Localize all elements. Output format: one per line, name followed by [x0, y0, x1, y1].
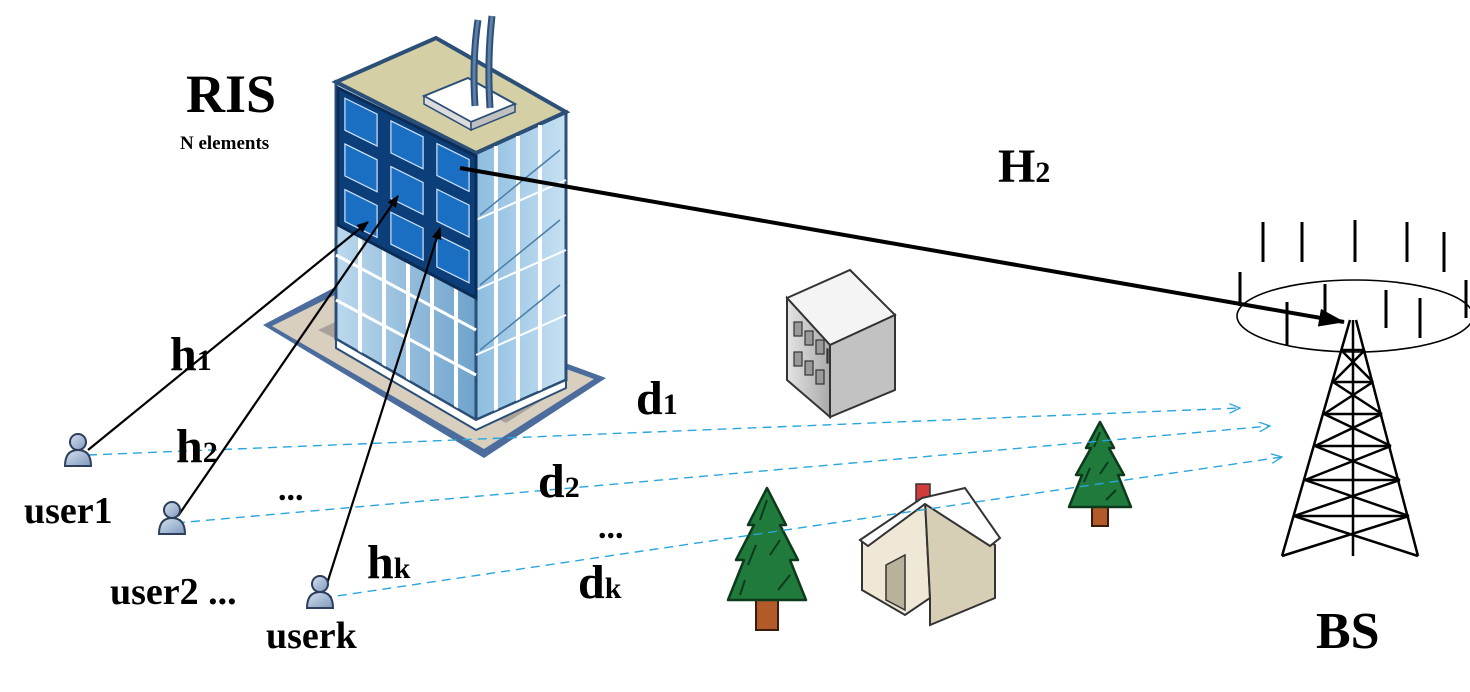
- ris-element: [436, 188, 470, 239]
- label-d-ellipsis: ...: [598, 509, 624, 546]
- link-h2: [177, 195, 399, 517]
- label-h-ellipsis: ...: [278, 471, 304, 508]
- ris-element: [436, 233, 470, 284]
- ris-element: [390, 119, 424, 170]
- direct-link-d2: [175, 426, 1270, 524]
- house-icon: [858, 483, 1002, 627]
- user-icon: [157, 501, 187, 535]
- label-user2: user2 ...: [110, 571, 237, 613]
- link-h1: [87, 221, 369, 451]
- ris-panel: [336, 85, 478, 301]
- label-d2: d2: [538, 455, 580, 508]
- label-d1: d1: [636, 372, 678, 425]
- label-H2: H2: [998, 140, 1050, 193]
- link-H2: [459, 166, 1345, 327]
- ris-title: RIS: [186, 64, 276, 124]
- label-hk: hk: [367, 536, 411, 589]
- label-bs: BS: [1316, 603, 1380, 660]
- ris-element: [390, 211, 424, 262]
- label-dk: dk: [578, 556, 622, 609]
- label-h1: h1: [170, 328, 212, 381]
- label-h2: h2: [176, 420, 218, 473]
- ris-element: [436, 142, 470, 193]
- tree-icon: [726, 486, 808, 631]
- ris-element: [344, 142, 378, 193]
- office-icon: [785, 268, 897, 420]
- ris-subtitle: N elements: [180, 133, 269, 154]
- ris-element: [344, 97, 378, 148]
- direct-link-dk: [322, 457, 1282, 599]
- ris-element: [344, 188, 378, 239]
- direct-link-d1: [87, 408, 1240, 456]
- label-userk: userk: [266, 615, 358, 657]
- ris-element: [390, 165, 424, 216]
- tower-icon: [1236, 220, 1470, 558]
- link-hk: [323, 227, 442, 591]
- tree-icon: [1067, 420, 1133, 527]
- label-user1: user1: [24, 490, 113, 532]
- user-icon: [63, 433, 93, 467]
- reflect-links: [87, 166, 1345, 591]
- direct-links: [87, 408, 1282, 599]
- user-icon: [305, 575, 335, 609]
